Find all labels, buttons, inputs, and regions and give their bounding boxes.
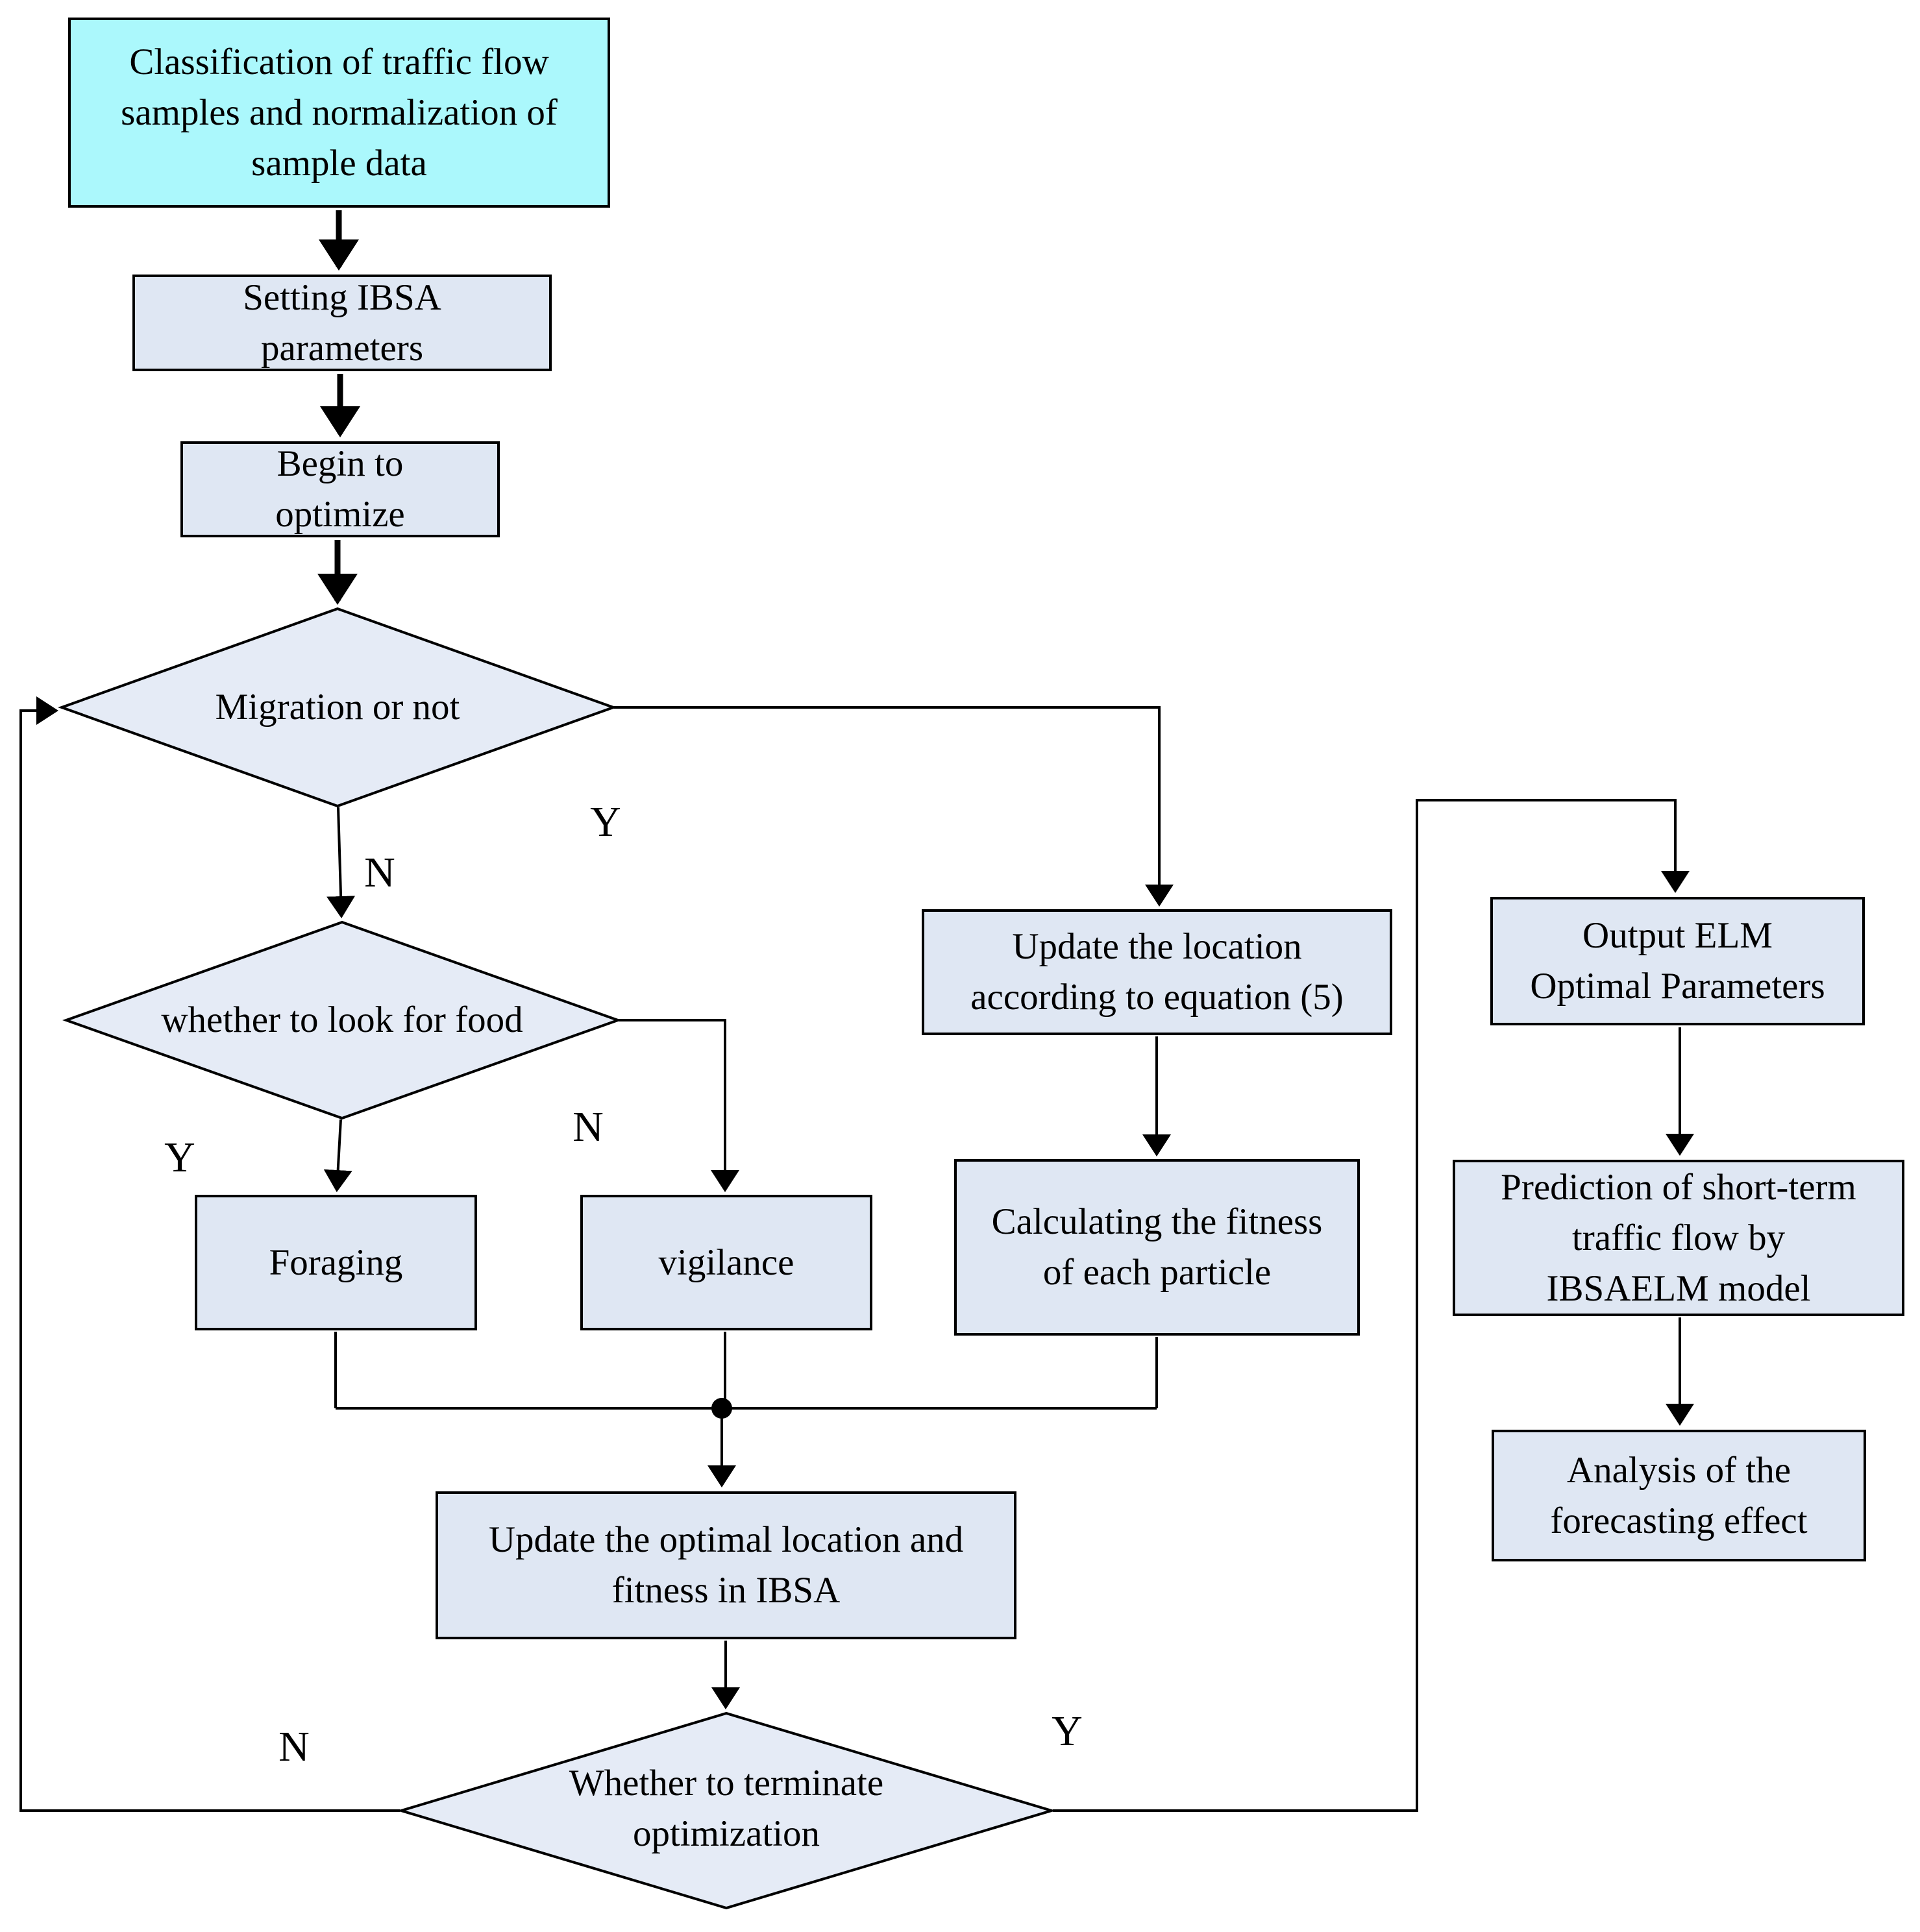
node-classification-label: Classification of traffic flow samples a… <box>121 41 558 184</box>
label-food-n: N <box>572 1103 604 1151</box>
node-prediction: Prediction of short-term traffic flow by… <box>1453 1160 1904 1316</box>
decision-look-for-food-shape <box>62 920 622 1120</box>
node-vigilance-label: vigilance <box>658 1241 794 1283</box>
edge-terminate-n-loop-to-migration <box>19 696 400 1812</box>
node-classification: Classification of traffic flow samples a… <box>68 18 610 208</box>
node-update-location: Update the location according to equatio… <box>922 909 1392 1035</box>
label-terminate-n: N <box>278 1723 310 1770</box>
node-prediction-label: Prediction of short-term traffic flow by… <box>1501 1166 1856 1309</box>
node-output-elm-label: Output ELM Optimal Parameters <box>1530 915 1825 1007</box>
node-output-elm: Output ELM Optimal Parameters <box>1490 897 1865 1025</box>
label-migration-n: N <box>364 849 395 896</box>
decision-terminate-shape <box>397 1711 1056 1910</box>
edge-food-y-to-foraging <box>323 1119 352 1192</box>
node-begin-optimize-label: Begin to optimize <box>275 443 405 535</box>
label-migration-y: Y <box>590 798 621 846</box>
node-analysis-label: Analysis of the forecasting effect <box>1550 1449 1808 1541</box>
node-vigilance: vigilance <box>580 1195 872 1330</box>
edge-migration-n-to-food <box>326 807 356 918</box>
label-food-y: Y <box>164 1134 195 1181</box>
edge-terminate-y-to-output <box>1053 799 1690 1812</box>
decision-migration-label: Migration or not <box>215 687 460 728</box>
decision-migration-shape <box>58 607 617 808</box>
node-foraging: Foraging <box>195 1195 477 1330</box>
node-update-optimal: Update the optimal location and fitness … <box>436 1491 1016 1639</box>
node-setting-ibsa-label: Setting IBSA parameters <box>243 276 441 369</box>
decision-look-for-food-label: whether to look for food <box>161 999 523 1040</box>
node-setting-ibsa: Setting IBSA parameters <box>132 275 552 371</box>
node-calc-fitness: Calculating the fitness of each particle <box>954 1159 1360 1336</box>
node-calc-fitness-label: Calculating the fitness of each particle <box>991 1201 1323 1293</box>
node-foraging-label: Foraging <box>269 1241 403 1283</box>
decision-terminate-label: Whether to terminate optimization <box>569 1763 884 1854</box>
label-terminate-y: Y <box>1052 1707 1083 1755</box>
edge-migration-y-to-update-location <box>614 706 1174 907</box>
node-begin-optimize: Begin to optimize <box>180 441 500 537</box>
node-update-optimal-label: Update the optimal location and fitness … <box>488 1519 964 1611</box>
edge-food-n-to-vigilance <box>619 1019 739 1192</box>
node-analysis: Analysis of the forecasting effect <box>1492 1430 1866 1561</box>
node-update-location-label: Update the location according to equatio… <box>970 926 1344 1018</box>
